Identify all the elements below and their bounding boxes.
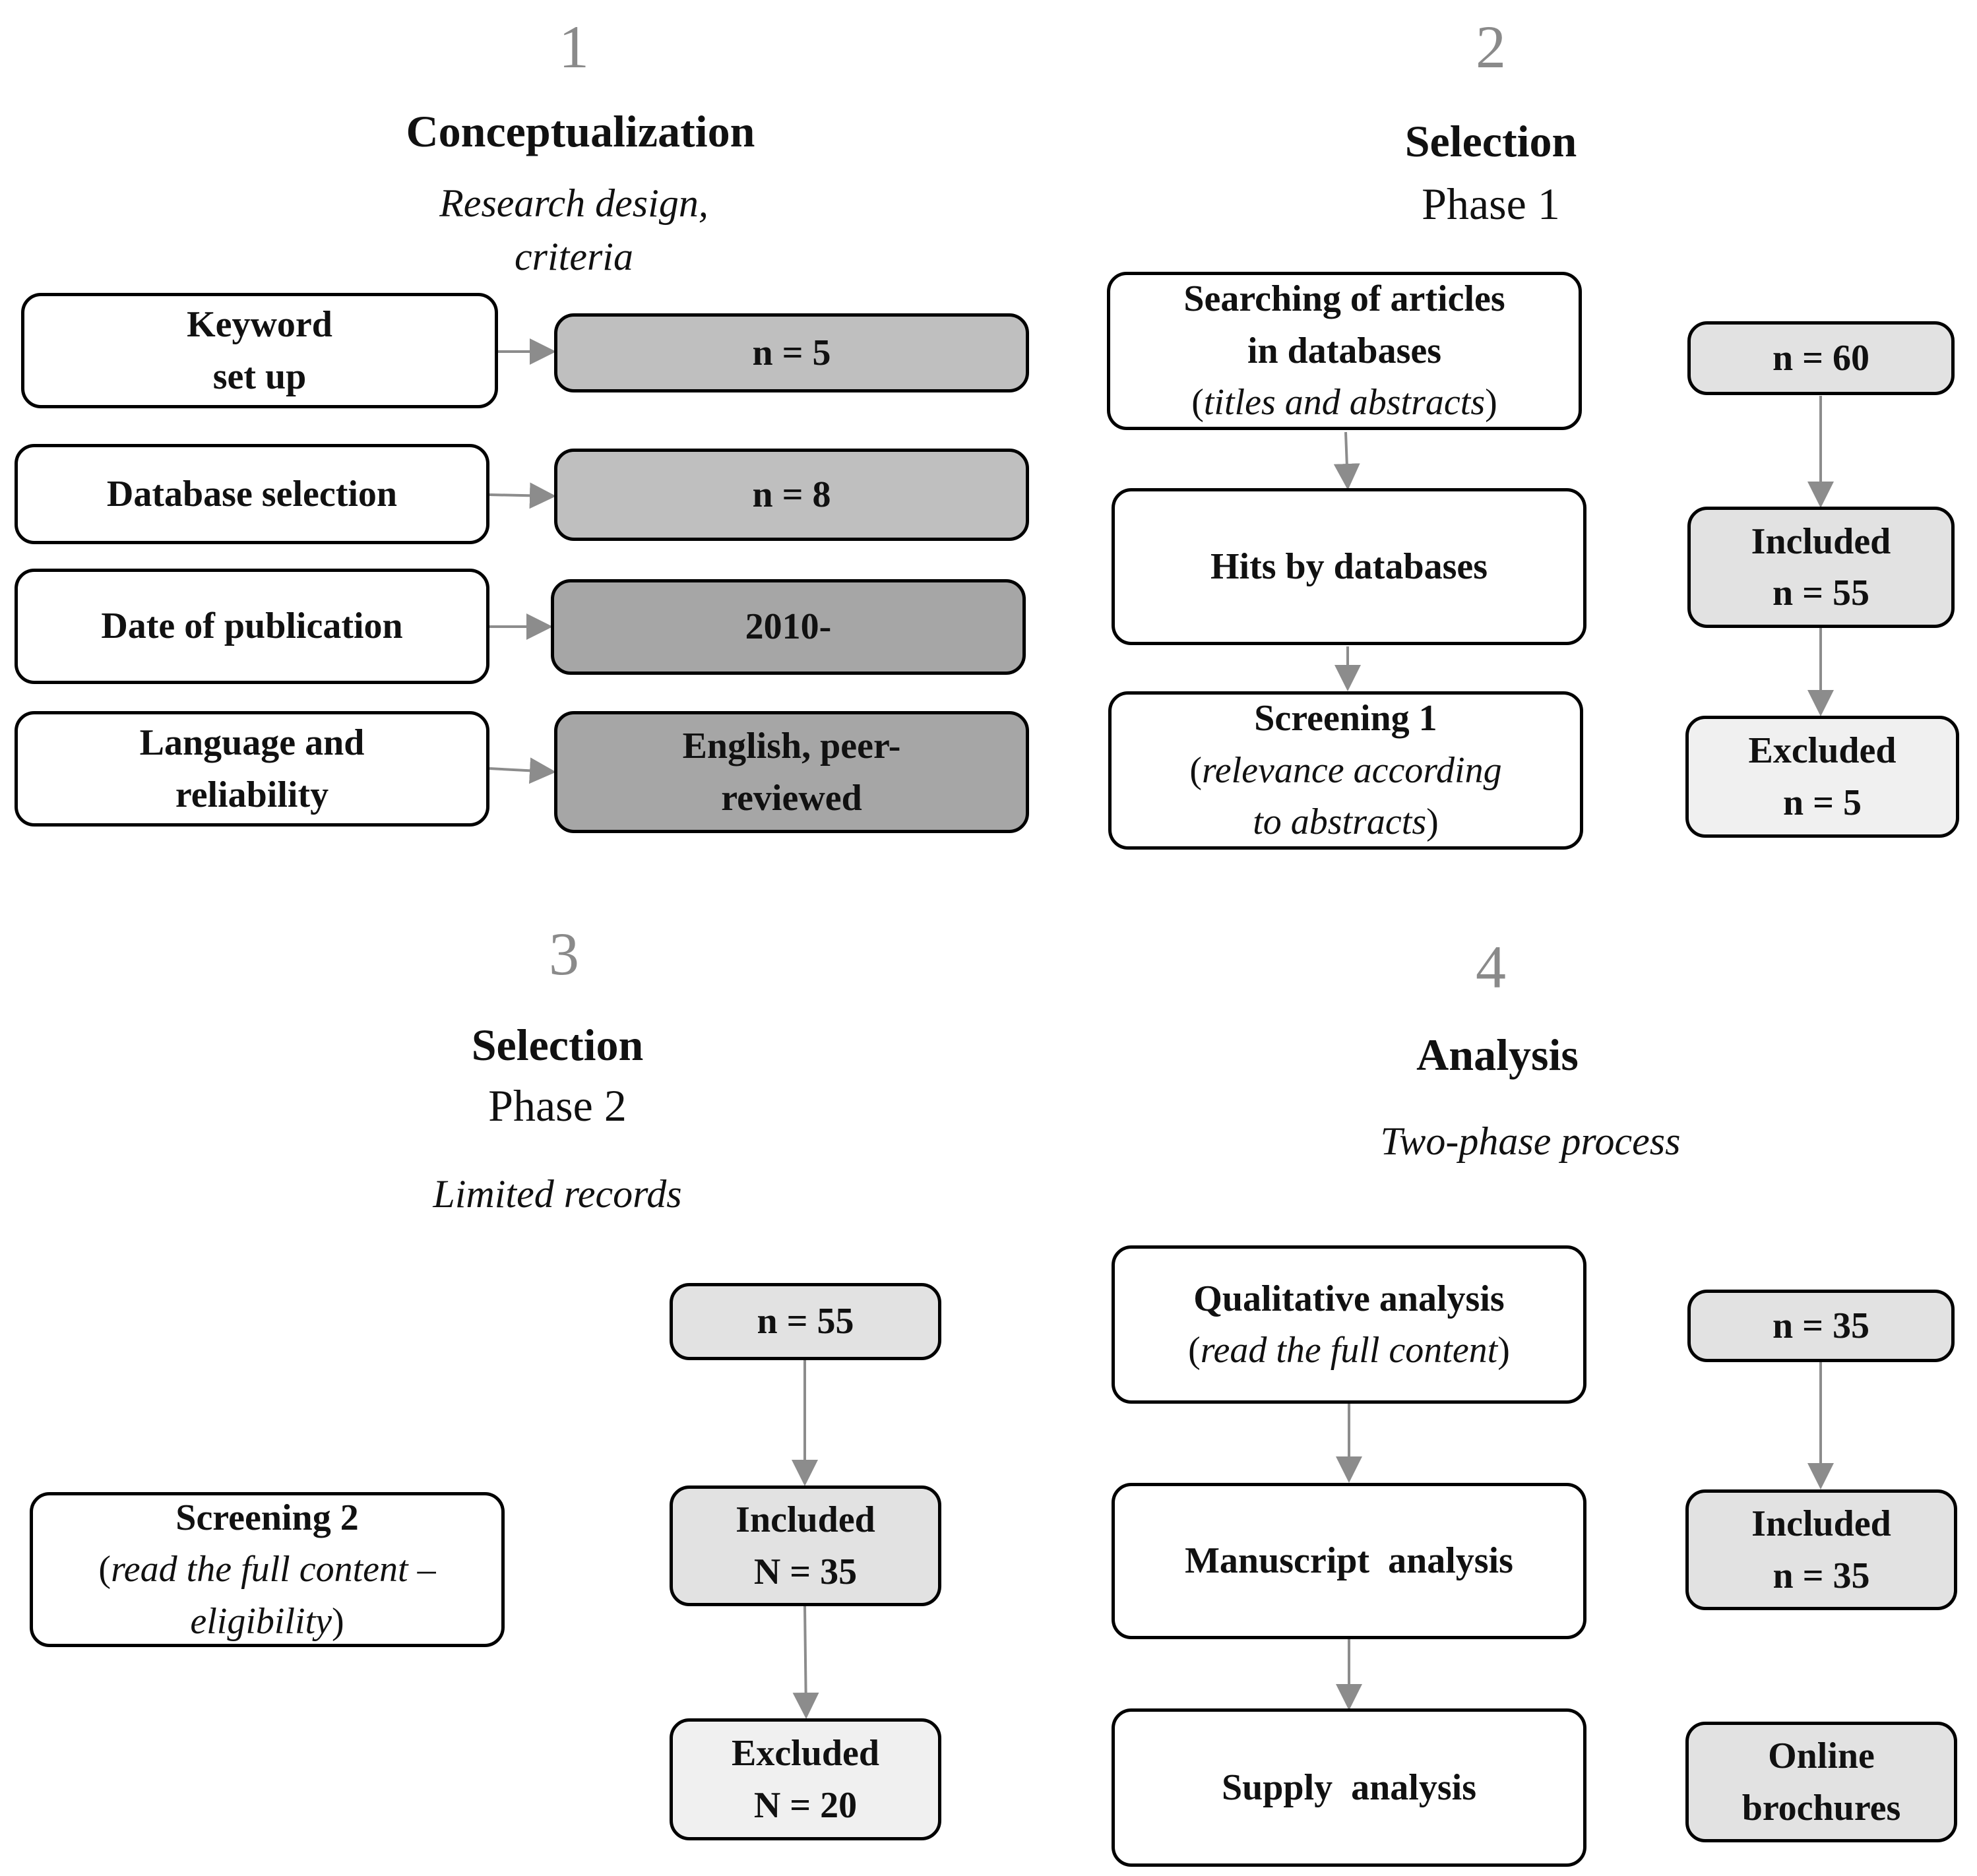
panel4-title: Analysis: [1416, 1030, 1579, 1080]
panel4-subtitle: Two-phase process: [1380, 1119, 1681, 1163]
searching-note-text: titles and abstracts: [1203, 382, 1486, 423]
panel3-included-box: Included N = 35: [670, 1485, 941, 1606]
keyword-count-box: n = 5: [554, 313, 1029, 392]
panel3-phase: Phase 2: [488, 1080, 627, 1131]
keyword-count: n = 5: [752, 332, 831, 373]
screening1-note-line1: relevance according: [1202, 749, 1502, 791]
arrow-search-to-hits: [1333, 431, 1360, 490]
qualitative-analysis-note-text: read the full content: [1200, 1330, 1498, 1371]
language-reliability-box: Language and reliability: [15, 711, 489, 827]
screening2-note-line1: read the full content –: [111, 1549, 436, 1590]
date-of-publication-box: Date of publication: [15, 569, 489, 684]
panel2-total-count-box: n = 60: [1687, 321, 1955, 395]
panel1-subtitle-line2: criteria: [515, 235, 633, 278]
panel4-included-box: Included n = 35: [1685, 1489, 1957, 1610]
qualitative-analysis-note: (read the full content): [1188, 1330, 1510, 1371]
database-selection-box: Database selection: [15, 444, 489, 544]
panel2-phase: Phase 1: [1422, 179, 1560, 229]
panel2-included-label: Included: [1751, 520, 1891, 562]
screening2-label: Screening 2: [175, 1497, 359, 1538]
panel3-excluded-label: Excluded: [731, 1733, 880, 1774]
panel4-total-count: n = 35: [1772, 1305, 1870, 1346]
online-brochures-line1: Online: [1768, 1735, 1875, 1777]
online-brochures-box: Online brochures: [1685, 1722, 1957, 1842]
language-value-line1: English, peer-: [682, 726, 901, 767]
screening2-note: (read the full content –: [98, 1549, 436, 1590]
panel2-title: Selection: [1404, 116, 1577, 166]
date-value: 2010-: [745, 606, 832, 648]
online-brochures-line2: brochures: [1742, 1787, 1901, 1829]
panel3-total-count: n = 55: [757, 1301, 854, 1342]
hits-by-databases-box: Hits by databases: [1112, 488, 1586, 645]
panel3-title: Selection: [471, 1020, 644, 1070]
panel2-excluded-label: Excluded: [1748, 730, 1897, 772]
database-selection-label: Database selection: [106, 473, 398, 515]
date-of-publication-label: Date of publication: [101, 606, 403, 647]
panel2-excluded-box: Excluded n = 5: [1685, 716, 1959, 838]
language-label-line2: reliability: [175, 774, 329, 815]
keyword-setup-box: Keyword set up: [21, 293, 498, 408]
supply-analysis-box: Supply analysis: [1112, 1708, 1586, 1867]
panel2-number: 2: [1476, 13, 1506, 80]
qualitative-analysis-label: Qualitative analysis: [1193, 1278, 1505, 1319]
panel2-total-count: n = 60: [1772, 337, 1870, 379]
arrow-language: [489, 757, 556, 784]
language-value-line2: reviewed: [721, 777, 862, 819]
screening1-box: Screening 1 (relevance according to abst…: [1108, 691, 1583, 850]
panel4-total-count-box: n = 35: [1687, 1290, 1955, 1362]
manuscript-analysis-box: Manuscript analysis: [1112, 1483, 1586, 1639]
screening1-note2: to abstracts): [1253, 801, 1439, 843]
database-count: n = 8: [752, 474, 831, 515]
panel1-number: 1: [559, 13, 589, 80]
arrow-included-to-excluded-p3: [792, 1606, 819, 1719]
searching-line1: Searching of articles: [1183, 278, 1505, 320]
panel3-total-count-box: n = 55: [670, 1283, 941, 1360]
panel3-subtitle: Limited records: [433, 1172, 682, 1216]
searching-line2: in databases: [1247, 330, 1442, 371]
panel3-excluded-box: Excluded N = 20: [670, 1718, 941, 1840]
panel1-title: Conceptualization: [406, 106, 755, 156]
screening1-note: (relevance according: [1189, 749, 1502, 791]
hits-by-databases-label: Hits by databases: [1210, 546, 1488, 587]
panel3-included-label: Included: [736, 1499, 875, 1541]
keyword-label-line1: Keyword: [187, 304, 332, 346]
panel4-number: 4: [1476, 933, 1506, 1001]
searching-note: (titles and abstracts): [1191, 382, 1497, 423]
panel1-subtitle: Research design, criteria: [317, 177, 831, 284]
language-value-box: English, peer- reviewed: [554, 711, 1029, 833]
database-count-box: n = 8: [554, 449, 1029, 541]
keyword-label-line2: set up: [212, 356, 307, 397]
arrow-database: [489, 482, 556, 509]
panel3-excluded-count: N = 20: [753, 1784, 858, 1826]
panel2-included-count: n = 55: [1772, 573, 1870, 613]
panel4-included-label: Included: [1751, 1503, 1891, 1545]
language-label-line1: Language and: [139, 722, 365, 764]
screening1-note-line2: to abstracts: [1253, 801, 1427, 843]
screening2-note2: eligibility): [190, 1600, 344, 1642]
manuscript-analysis-label: Manuscript analysis: [1185, 1540, 1513, 1582]
panel1-subtitle-line1: Research design,: [439, 181, 708, 225]
panel2-excluded-count: n = 5: [1782, 782, 1862, 823]
date-value-box: 2010-: [551, 579, 1026, 675]
screening2-note-line2: eligibility: [190, 1600, 332, 1642]
qualitative-analysis-box: Qualitative analysis (read the full cont…: [1112, 1245, 1586, 1404]
panel2-included-box: Included n = 55: [1687, 507, 1955, 628]
panel3-included-count: N = 35: [753, 1551, 858, 1592]
searching-articles-box: Searching of articles in databases (titl…: [1107, 272, 1582, 430]
screening1-label: Screening 1: [1254, 698, 1437, 739]
panel4-included-count: n = 35: [1773, 1555, 1870, 1596]
screening2-box: Screening 2 (read the full content – eli…: [30, 1492, 505, 1647]
supply-analysis-label: Supply analysis: [1222, 1767, 1476, 1808]
panel3-number: 3: [549, 920, 579, 987]
